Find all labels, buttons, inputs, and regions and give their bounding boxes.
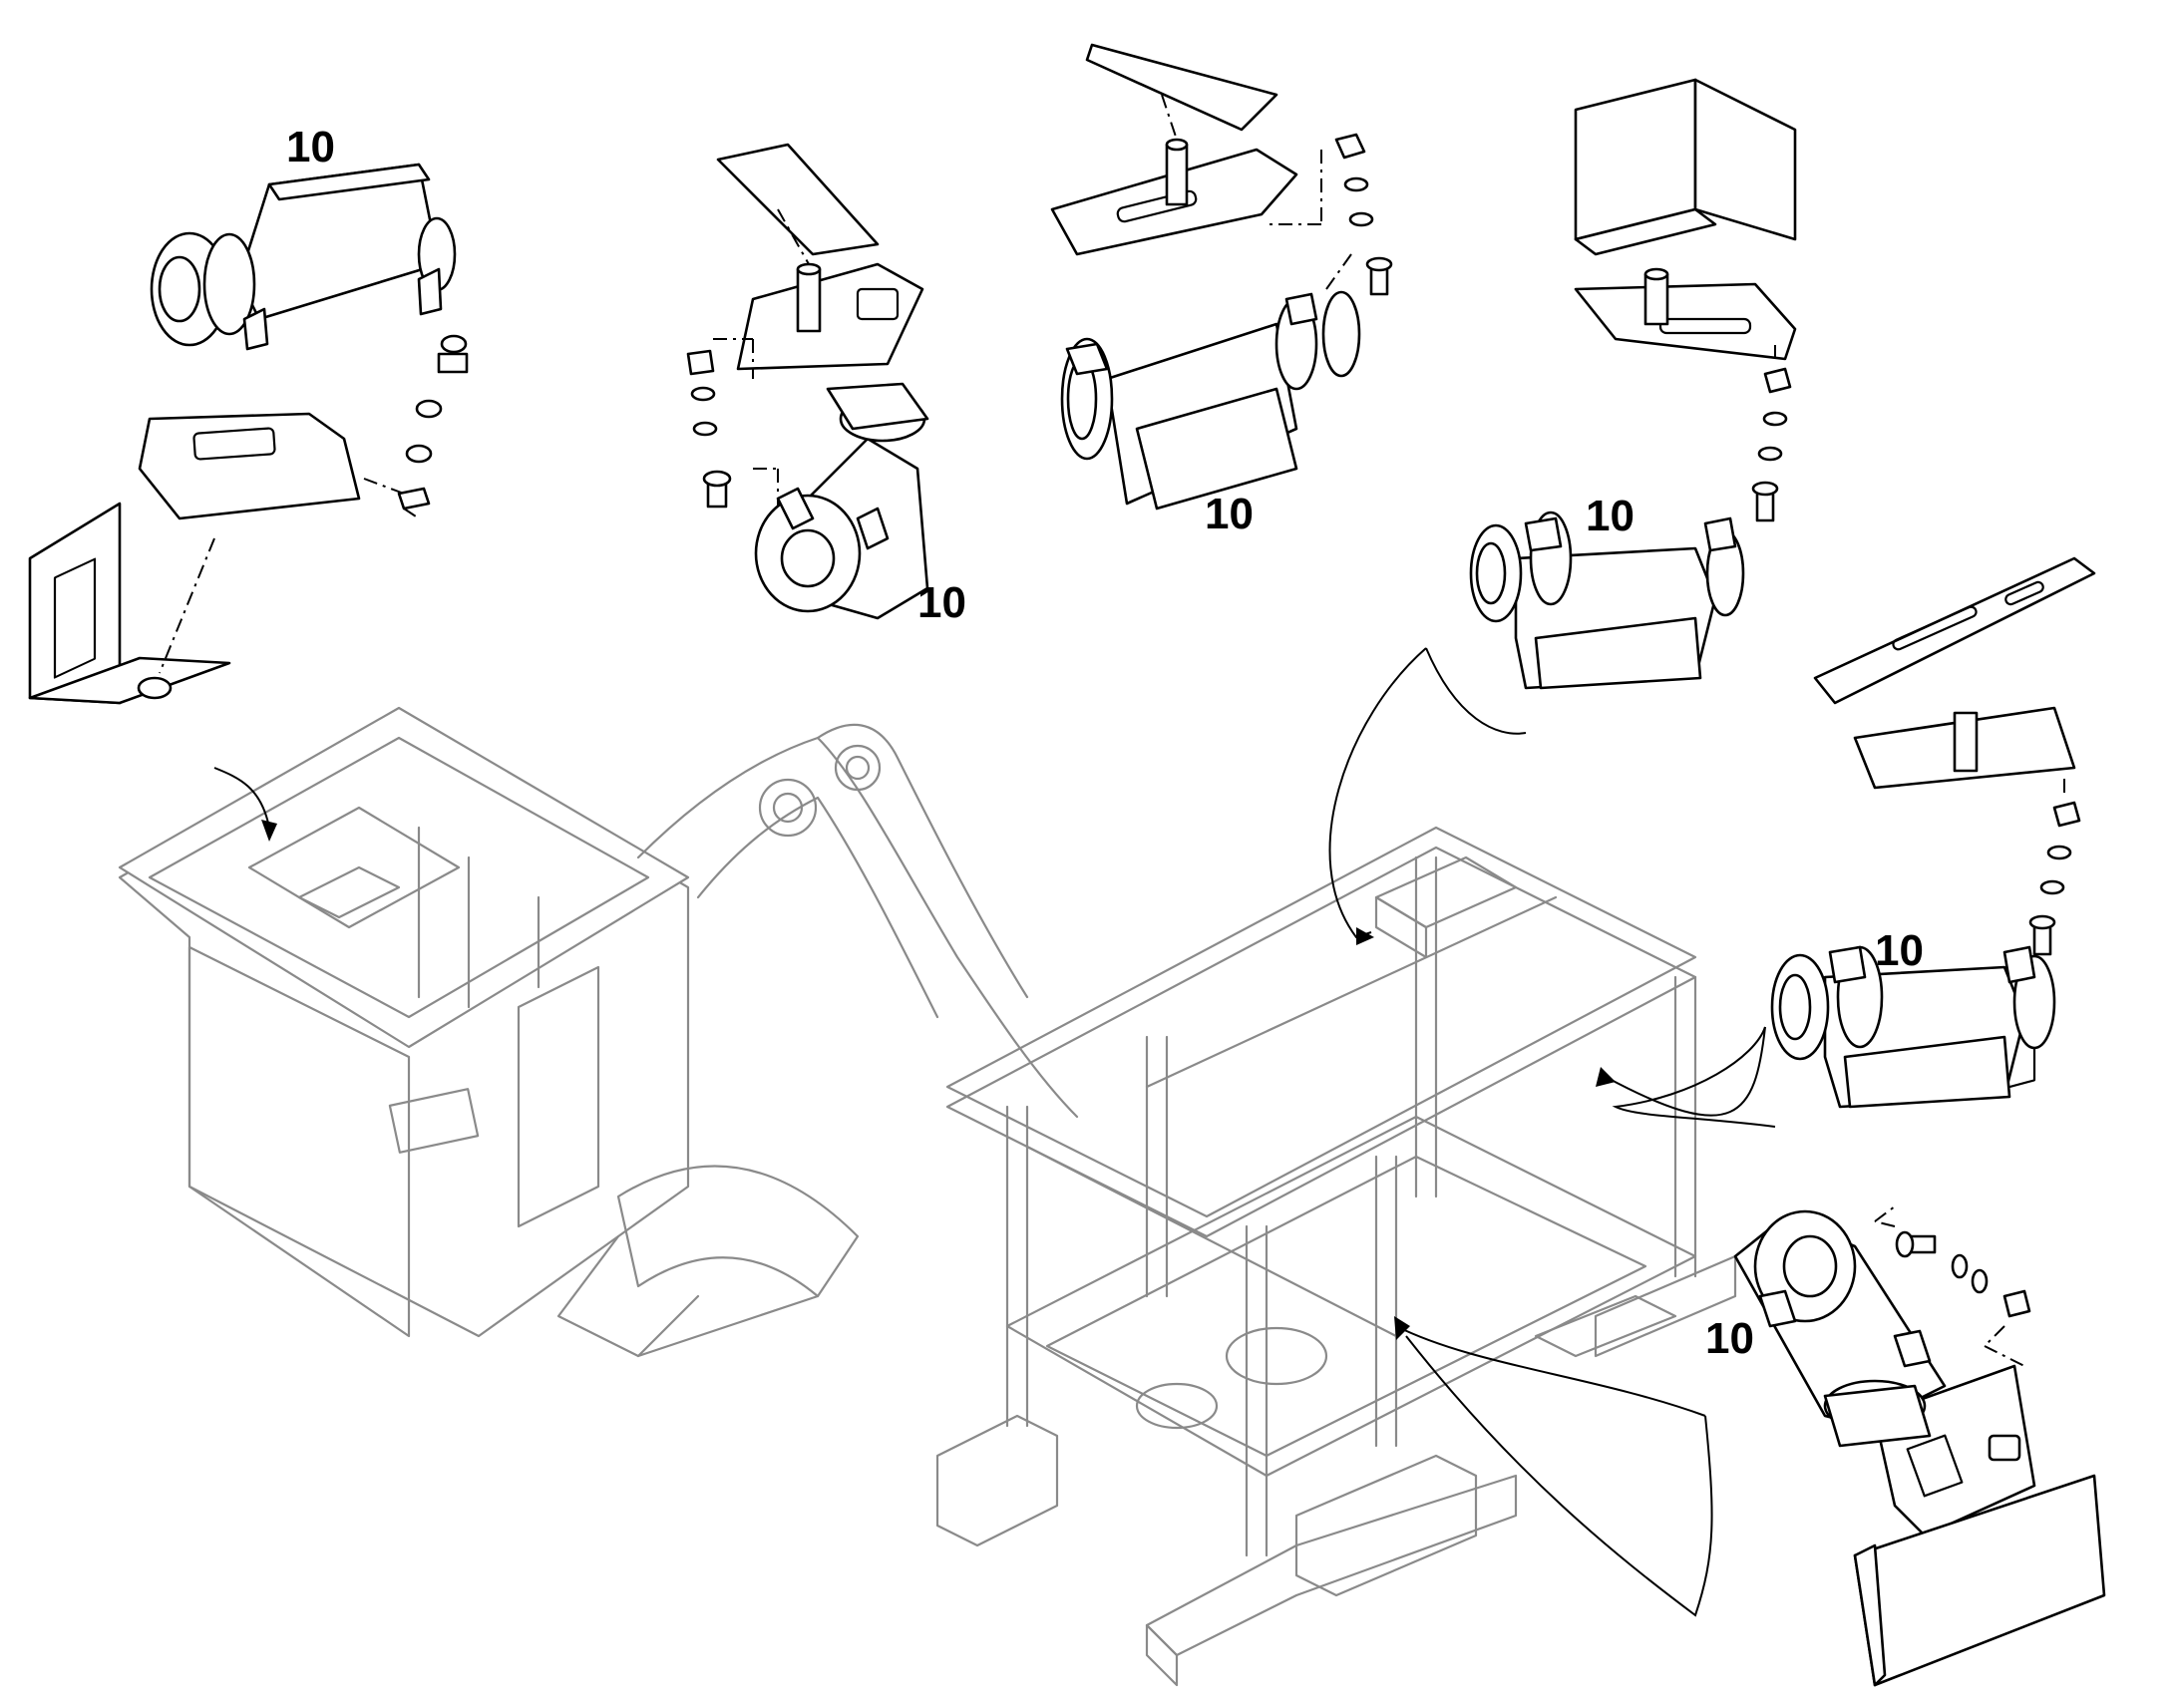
bracket-top-mid [716, 143, 924, 371]
leader-arrow-tank [213, 767, 270, 829]
fastener-stack-right-upper [1751, 339, 1792, 522]
fastener-stack-top-center [1267, 133, 1393, 296]
callout-label: 10 [1875, 926, 1924, 975]
boom-arm [556, 723, 1079, 1358]
callout-label: 10 [1705, 1314, 1754, 1363]
callout-label: 10 [286, 123, 335, 171]
bracket-top-left [28, 412, 405, 705]
callout-label: 10 [1205, 490, 1254, 538]
bracket-top-right [1574, 78, 1797, 361]
leader-curves [213, 647, 1776, 1617]
air-filter-top-left [150, 163, 457, 351]
fastener-stack-right-middle [2028, 778, 2081, 956]
main-frame [935, 826, 1737, 1687]
fastener-stack-top-left [397, 334, 469, 519]
fastener-stack-top-mid [686, 338, 779, 518]
air-filter-top-mid [754, 382, 929, 620]
bracket-right-middle [1813, 556, 2096, 790]
air-filter-right-upper [1469, 511, 1745, 690]
callout-label: 10 [917, 578, 966, 627]
callout-label: 10 [1586, 492, 1635, 540]
air-filter-bottom-right [1733, 1209, 1947, 1448]
air-filter-right-middle [1770, 945, 2056, 1109]
machine-chassis [118, 706, 1737, 1687]
tank-block [118, 706, 690, 1338]
bracket-top-center [1050, 43, 1298, 256]
air-filter-top-center [1060, 290, 1361, 511]
fastener-stack-bottom-right [1874, 1205, 2031, 1367]
